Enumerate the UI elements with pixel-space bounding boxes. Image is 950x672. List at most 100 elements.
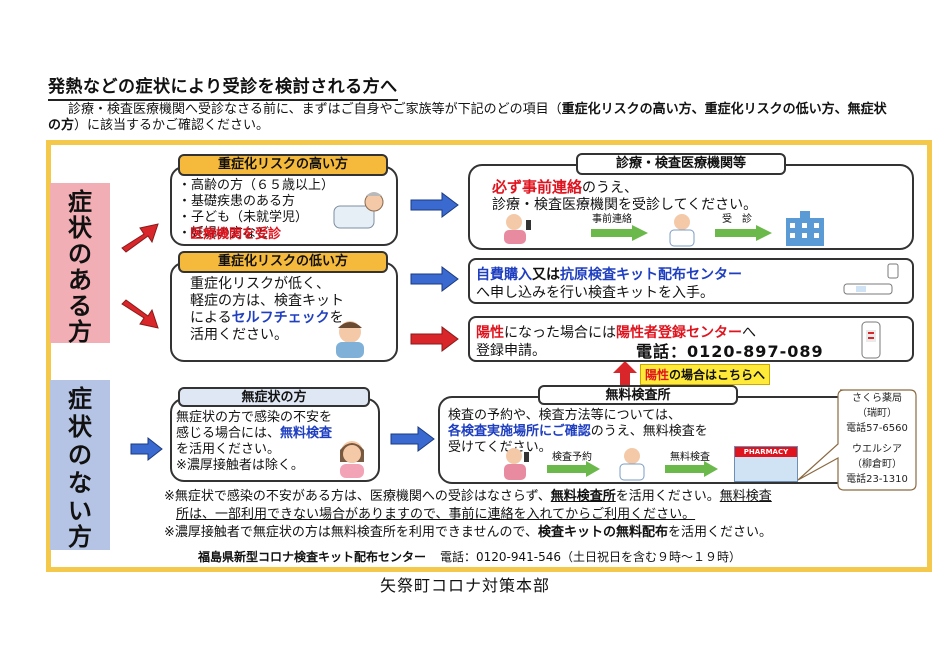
asymptomatic-line: ※濃厚接触者は除く。 (176, 458, 304, 473)
free-test-flow-label: 検査予約 (552, 452, 592, 463)
side-char: る (68, 292, 92, 320)
clinic-line2: 診療・検査医療機関を受診してください。 (492, 197, 758, 213)
note-1: ※無症状で感染の不安がある方は、医療機関への受診はなさらず、無料検査所を活用くだ… (164, 488, 924, 506)
asymptomatic-line: 無症状の方で感染の不安を (176, 410, 333, 425)
notes: ※無症状で感染の不安がある方は、医療機関への受診はなさらず、無料検査所を活用くだ… (164, 488, 924, 542)
kit-line2: へ申し込みを行い検査キットを入手。 (476, 285, 714, 301)
positive-tail: へ (742, 325, 756, 341)
blue-arrow-icon (410, 192, 459, 218)
asymptomatic-text: 無症状の方で感染の不安を 感じる場合には、無料検査 を活用ください。 ※濃厚接触… (176, 410, 376, 474)
positive-banner-rest: の場合はこちらへ (669, 368, 766, 382)
side-char: の (68, 441, 92, 469)
callout-text: さくら薬局 （瑞町） 電話57-6560 ウエルシア （柳倉町） 電話23-13… (840, 391, 914, 487)
side-char: 症 (68, 188, 92, 216)
callout-line: （瑞町） (857, 408, 897, 419)
side-label-without-symptoms: 症 状 の な い 方 (50, 380, 110, 551)
kit-mid: 又は (532, 267, 560, 283)
pharmacy-sign: PHARMACY (735, 447, 797, 457)
clinic-flow-label: 事前連絡 (592, 214, 632, 225)
clinic-red-text: 必ず事前連絡 (492, 178, 583, 196)
callout-line: さくら薬局 (852, 393, 902, 404)
free-test-line2: 各検査実施場所にご確認のうえ、無料検査を (448, 424, 838, 440)
side-label-with-symptoms: 症 状 の あ る 方 (50, 183, 110, 346)
kit-box (468, 258, 914, 304)
sick-person-icon (336, 321, 364, 358)
high-risk-item: ・高齢の方（６５歳以上） (178, 178, 335, 193)
note-1-bold: 無料検査所 (550, 489, 616, 504)
person-phone-icon (504, 214, 531, 244)
kit-center-info: 福島県新型コロナ検査キット配布センター電話：0120-941-546（土日祝日を… (198, 548, 741, 565)
clinic-header: 診療・検査医療機関等 (576, 153, 786, 175)
high-risk-action: 医療機関を受診 (190, 227, 282, 242)
low-risk-line3-post: を (329, 310, 344, 326)
high-risk-header: 重症化リスクの高い方 (178, 154, 388, 176)
asymptomatic-header: 無症状の方 (178, 387, 370, 407)
note-1-tail: 無料検査 (719, 489, 772, 504)
callout-line: ウエルシア (852, 444, 902, 455)
high-risk-item: ・妊婦の方など (178, 226, 270, 241)
free-test-text: 無料検査 (280, 426, 333, 441)
side-char: い (68, 497, 92, 525)
positive-line1: 陽性になった場合には陽性者登録センターへ (476, 322, 756, 342)
low-risk-line: 活用ください。 (190, 327, 288, 343)
low-risk-header: 重症化リスクの低い方 (178, 251, 388, 273)
green-arrow-icon (591, 225, 648, 241)
person-phone-icon (504, 448, 529, 480)
up-arrow-icon (613, 361, 637, 385)
green-arrow-icon (547, 461, 600, 477)
self-check-text: セルフチェック (231, 310, 330, 326)
intro-part2: ）に該当するかご確認ください。 (74, 118, 270, 133)
blue-arrow-icon (410, 266, 459, 292)
positive-banner: 陽性の場合はこちらへ (640, 364, 771, 385)
low-risk-line: 重症化リスクが低く、 (190, 276, 330, 292)
note-3-pre: ※濃厚接触者で無症状の方は無料検査所を利用できませんので、 (164, 525, 538, 540)
side-char: 状 (68, 214, 92, 242)
intro-text: 診療・検査医療機関へ受診なさる前に、まずはご自身やご家族等が下記のどの項目（重症… (48, 102, 898, 134)
positive-banner-red: 陽性 (645, 368, 670, 382)
clinic-line1: 必ず事前連絡のうえ、 (492, 176, 638, 197)
intro-bold: 重症化リスクの高い方、重症化リスクの低い方、無症状の方 (48, 102, 887, 133)
side-char: な (68, 469, 92, 497)
free-test-line: 受けてください。 (448, 440, 552, 455)
side-char: 症 (68, 385, 92, 413)
blue-arrow-icon (390, 426, 435, 452)
note-3-post: を活用ください。 (668, 525, 773, 540)
low-risk-line3: によるセルフチェックを (190, 310, 344, 327)
positive-line2: 登録申請。 (476, 343, 546, 359)
kit-center-phone: 電話：0120-941-546（土日祝日を含む９時～１９時） (440, 550, 742, 564)
red-arrow-icon (121, 299, 159, 329)
clinic-line1-rest: のうえ、 (582, 180, 639, 196)
asymptomatic-line: を活用ください。 (176, 442, 281, 457)
red-arrow-icon (121, 223, 159, 253)
kit-center-name: 福島県新型コロナ検査キット配布センター (198, 550, 427, 564)
footer-issuer: 矢祭町コロナ対策本部 (380, 576, 551, 595)
self-purchase-text: 自費購入 (476, 267, 532, 283)
free-test-header: 無料検査所 (538, 385, 738, 405)
positive-red-a: 陽性 (476, 325, 504, 341)
green-arrow-icon (715, 225, 772, 241)
side-char: の (68, 240, 92, 268)
high-risk-item: ・基礎疾患のある方 (178, 194, 296, 209)
side-char: 状 (68, 413, 92, 441)
free-test-text: 検査の予約や、検査方法等については、 各検査実施場所にご確認のうえ、無料検査を … (448, 408, 838, 456)
free-test-flow-label: 無料検査 (670, 452, 710, 463)
intro-part1: 診療・検査医療機関へ受診なさる前に、まずはご自身やご家族等が下記のどの項目（ (68, 102, 562, 117)
low-risk-line: 軽症の方は、検査キット (190, 293, 344, 309)
clinic-flow-label: 受 診 (722, 214, 752, 225)
callout-bubble (797, 389, 917, 491)
positive-phone: 電話：0120-897-089 (636, 342, 824, 361)
patient-in-bed-icon (333, 192, 384, 229)
woman-icon (340, 441, 364, 478)
kit-line1: 自費購入又は抗原検査キット配布センター (476, 264, 742, 284)
green-arrow-icon (665, 461, 718, 477)
red-arrow-icon (410, 326, 459, 352)
note-3-bold: 検査キットの無料配布 (537, 525, 668, 540)
side-char: あ (68, 266, 92, 294)
note-1-pre: ※無症状で感染の不安がある方は、医療機関への受診はなさらず、 (164, 489, 551, 504)
nurse-icon (619, 448, 645, 481)
note-2: 所は、一部利用できない場合がありますので、事前に連絡を入れてからご利用ください。 (176, 507, 696, 522)
pharmacy-icon: PHARMACY (734, 446, 798, 482)
doctor-icon (669, 214, 695, 247)
side-char: 方 (68, 318, 92, 346)
side-char: 方 (68, 523, 92, 551)
